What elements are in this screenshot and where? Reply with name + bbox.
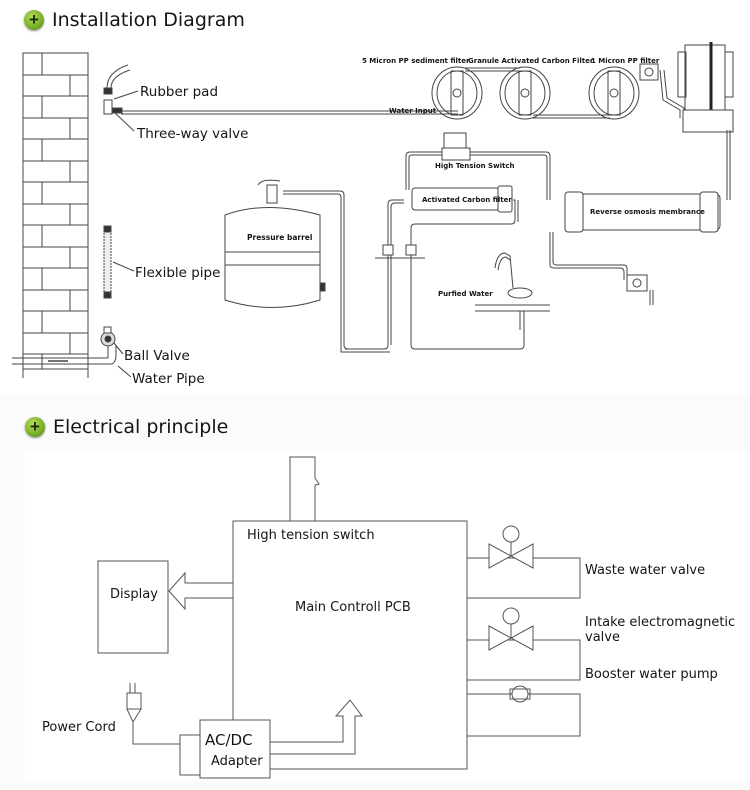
purified-water-faucet: [475, 252, 550, 330]
three-way-valve: [103, 64, 350, 115]
pressure-barrel: [224, 179, 326, 308]
label-granule-carbon-filter: Granule Activated Carbon Filter: [468, 57, 594, 65]
label-intake-valve-line1: Intake electromagnetic: [585, 615, 735, 630]
label-three-way-valve: Three-way valve: [136, 126, 248, 142]
adapter-arrow: [270, 699, 363, 755]
label-activated-carbon-filter: Activated Carbon filter: [422, 196, 512, 204]
filter-housing-3: [588, 66, 640, 120]
label-booster-pump: Booster water pump: [585, 667, 718, 682]
booster-pump: [677, 42, 734, 133]
flexible-pipe: [103, 225, 112, 299]
display-box: [97, 560, 169, 654]
high-tension-switch-connector: [289, 456, 320, 521]
filter-housing-1: [431, 66, 483, 120]
ball-valve: [100, 326, 116, 347]
water-pipe: [12, 345, 117, 365]
label-high-tension-switch: High tension switch: [247, 528, 375, 543]
activated-carbon-filter: [411, 185, 513, 213]
label-flexible-pipe: Flexible pipe: [135, 265, 220, 281]
display-arrow: [168, 571, 233, 611]
label-intake-valve-line2: valve: [585, 630, 620, 645]
label-power-cord: Power Cord: [42, 720, 116, 735]
label-water-input: Water Input: [389, 107, 437, 115]
brick-wall: [22, 52, 89, 378]
label-pressure-barrel: Pressure barrel: [247, 233, 312, 242]
label-5-micron-filter: 5 Micron PP sediment filter: [362, 57, 470, 65]
installation-section-header: + Installation Diagram: [0, 5, 245, 35]
label-main-pcb: Main Controll PCB: [295, 600, 411, 615]
high-tension-switch-part: [441, 132, 471, 161]
installation-section-title: Installation Diagram: [52, 9, 245, 31]
electrical-section-header: + Electrical principle: [0, 403, 750, 451]
label-rubber-pad: Rubber pad: [140, 84, 218, 100]
installation-diagram: Rubber pad Three-way valve Flexible pipe…: [12, 42, 734, 387]
ro-membrane: [564, 191, 721, 233]
label-purified-water: Purfied Water: [438, 290, 493, 298]
label-waste-water-valve: Waste water valve: [585, 563, 705, 578]
label-adapter-line1: AC/DC: [205, 731, 253, 749]
filter-housing-2: [499, 66, 551, 120]
label-1-micron-filter: 1 Micron PP filter: [591, 57, 660, 65]
plus-circle-icon: +: [25, 417, 45, 437]
label-high-tension-switch: High Tension Switch: [435, 162, 514, 170]
main-pcb-box: [232, 520, 468, 770]
adapter-box: [199, 719, 271, 779]
label-water-pipe: Water Pipe: [132, 371, 205, 387]
electrical-section-title: Electrical principle: [53, 416, 229, 438]
plus-circle-icon: +: [24, 10, 44, 30]
intake-valve-symbol: [467, 607, 581, 681]
electrical-diagram: High tension switch Main Controll PCB Di…: [42, 456, 735, 779]
waste-water-valve-symbol: [467, 525, 581, 599]
booster-pump-symbol: [467, 685, 581, 737]
label-ball-valve: Ball Valve: [124, 348, 190, 364]
label-display: Display: [110, 587, 158, 602]
label-ro-membrane: Reverse osmosis membrance: [590, 208, 705, 216]
power-cord-plug: [126, 683, 180, 745]
label-adapter-line2: Adapter: [211, 754, 263, 769]
